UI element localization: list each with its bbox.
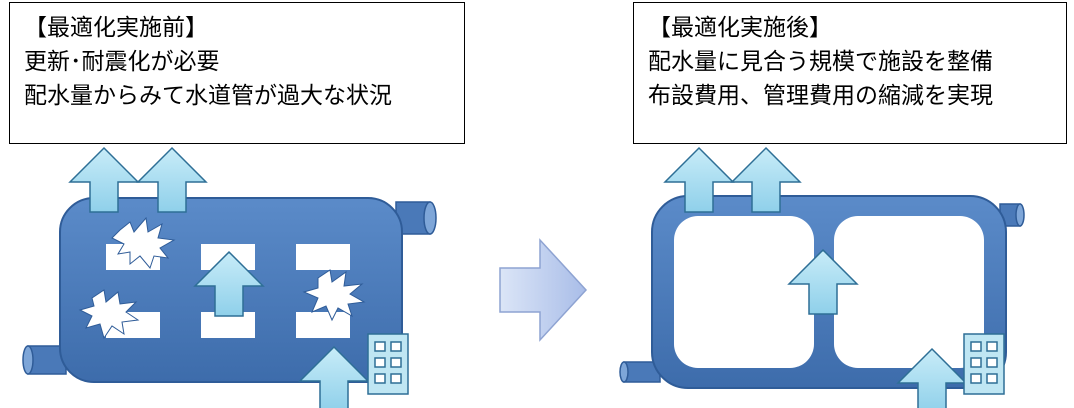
after-description-box: 【最適化実施後】 配水量に見合う規模で施設を整備 布設費用、管理費用の縮減を実現 (633, 2, 1067, 144)
before-building-icon (367, 333, 409, 395)
before-damage-burst-3 (78, 289, 140, 340)
before-zone-3 (296, 244, 350, 270)
before-damage-burst-1 (111, 216, 176, 270)
after-outlet-pipe-end (1015, 203, 1025, 227)
before-line-1: 更新･耐震化が必要 (24, 49, 220, 75)
before-zone-6 (296, 312, 350, 338)
transition-arrow-icon (499, 238, 588, 342)
before-network (22, 147, 437, 408)
after-inlet-pipe-end (619, 361, 629, 383)
before-description-box: 【最適化実施前】 更新･耐震化が必要 配水量からみて水道管が過大な状況 (9, 2, 465, 144)
after-loop-opening-right (834, 216, 984, 368)
before-damage-burst-2 (302, 269, 366, 322)
before-title: 【最適化実施前】 (24, 15, 208, 41)
after-building-icon (963, 333, 1005, 395)
before-line-2: 配水量からみて水道管が過大な状況 (24, 83, 392, 109)
after-line-2: 布設費用、管理費用の縮減を実現 (648, 83, 993, 109)
after-loop-opening-left (674, 216, 814, 368)
after-title: 【最適化実施後】 (648, 15, 832, 41)
after-line-1: 配水量に見合う規模で施設を整備 (648, 49, 993, 75)
after-network (619, 147, 1025, 408)
before-inlet-pipe-end (22, 345, 34, 375)
before-outlet-pipe-end (423, 201, 437, 235)
